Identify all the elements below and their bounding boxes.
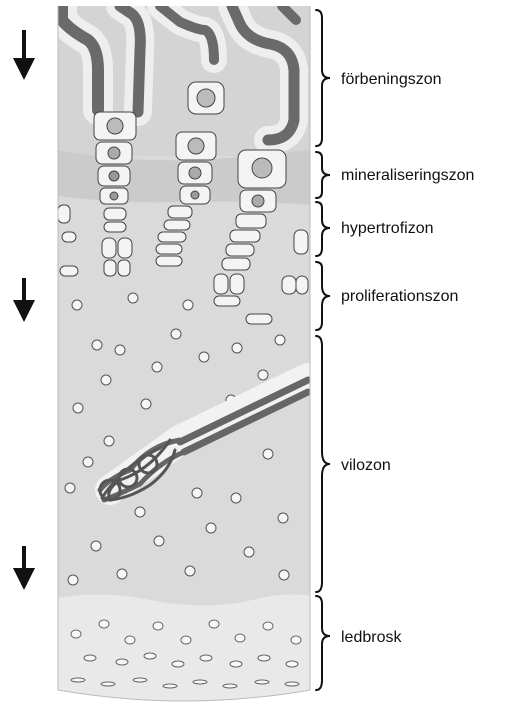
arrow-down-icon [13,278,35,322]
tissue-column [58,6,310,706]
label-mineraliseringszon: mineraliseringszon [341,167,474,184]
articular-cartilage-band [58,594,310,706]
label-proliferationszon: proliferationszon [341,288,458,305]
brace-proliferationszon [316,262,330,330]
label-forbeningszon: förbeningszon [341,71,442,88]
brace-mineraliseringszon [316,152,330,198]
arrow-down-icon [13,30,35,80]
arrow-down-icon [13,546,35,590]
brace-hypertrofizon [316,202,330,256]
brace-ledbrosk [316,596,330,690]
label-hypertrofizon: hypertrofizon [341,220,434,237]
label-ledbrosk: ledbrosk [341,629,402,646]
brace-forbeningszon [316,10,330,146]
label-vilozon: vilozon [341,457,391,474]
brace-vilozon [316,336,330,592]
